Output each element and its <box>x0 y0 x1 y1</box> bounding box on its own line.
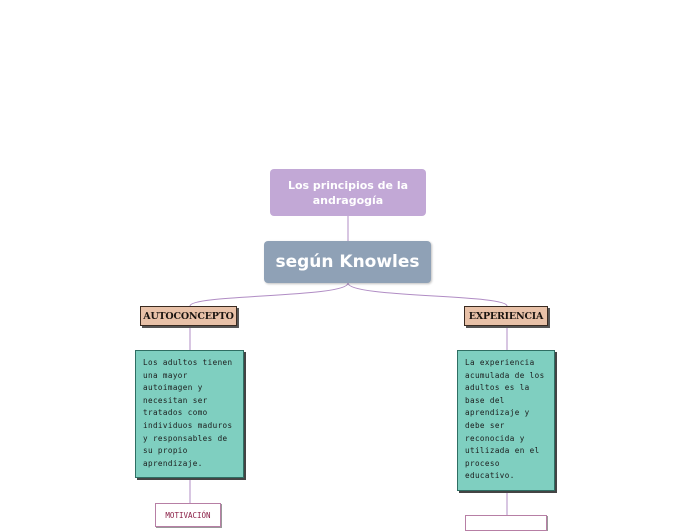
autoconcepto-note-text: Los adultos tienen una mayor autoimagen … <box>143 358 233 468</box>
title-node[interactable]: Los principios de la andragogía <box>270 169 426 216</box>
motivacion-label: MOTIVACIÓN <box>165 510 211 520</box>
connector-lines <box>189 216 508 515</box>
autoconcepto-node[interactable]: AUTOCONCEPTO <box>140 306 237 326</box>
motivacion-node[interactable]: MOTIVACIÓN <box>155 503 221 527</box>
experiencia-node[interactable]: EXPERIENCIA <box>464 306 548 326</box>
autoconcepto-label: AUTOCONCEPTO <box>143 310 234 322</box>
title-text: Los principios de la andragogía <box>287 178 409 207</box>
central-topic[interactable]: según Knowles <box>264 241 431 283</box>
experiencia-child-node[interactable] <box>465 515 547 531</box>
connector-central-left <box>189 282 349 307</box>
experiencia-note-text: La experiencia acumulada de los adultos … <box>465 358 545 481</box>
experiencia-note[interactable]: La experiencia acumulada de los adultos … <box>457 350 555 491</box>
experiencia-label: EXPERIENCIA <box>468 310 544 322</box>
autoconcepto-note[interactable]: Los adultos tienen una mayor autoimagen … <box>135 350 244 478</box>
connector-central-right <box>347 282 508 307</box>
central-topic-text: según Knowles <box>275 252 420 272</box>
